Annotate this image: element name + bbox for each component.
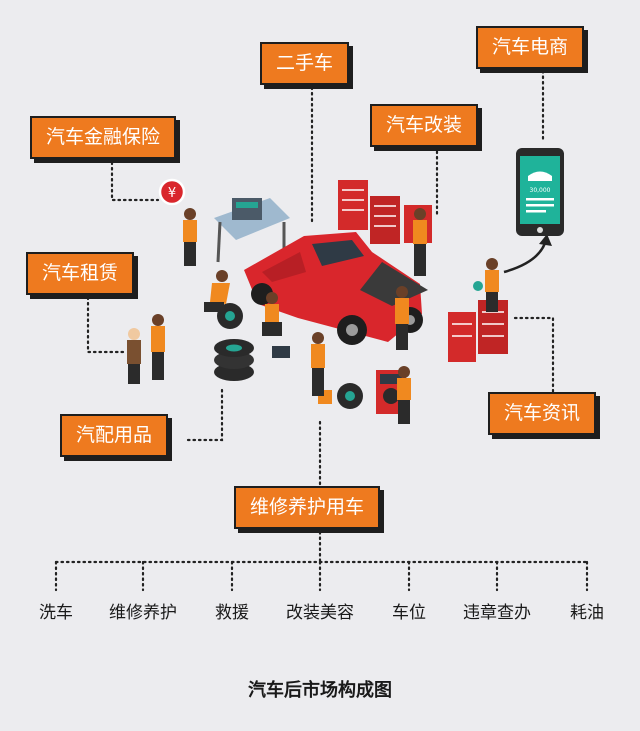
connector-finance xyxy=(110,155,160,202)
worker-icon xyxy=(183,208,197,266)
sub-node: 耗油 xyxy=(570,603,604,623)
sub-node: 车位 xyxy=(392,603,426,623)
worker-icon xyxy=(395,286,409,350)
worker-icon xyxy=(262,292,282,336)
phone-screen-text: 30,000 xyxy=(530,187,551,194)
node-finance-insurance: 汽车金融保险 xyxy=(30,116,177,159)
connectors xyxy=(54,58,589,592)
phone-arrowhead xyxy=(539,234,552,246)
sub-node: 维修养护 xyxy=(109,603,177,623)
tyre-stack-icon xyxy=(214,339,254,381)
tool-cabinet-icon xyxy=(448,300,508,362)
diagram-caption: 汽车后市场构成图 xyxy=(248,680,392,701)
node-parts: 汽配用品 xyxy=(60,414,169,457)
money-sign-icon: ¥ xyxy=(158,178,186,206)
cone-icon xyxy=(473,281,483,291)
sub-node: 违章查办 xyxy=(463,603,531,623)
sub-node: 洗车 xyxy=(39,603,73,623)
node-modification: 汽车改装 xyxy=(370,104,479,147)
node-leasing: 汽车租赁 xyxy=(26,252,135,295)
worker-icon xyxy=(151,314,165,380)
node-info: 汽车资讯 xyxy=(488,392,597,435)
tyre-icon xyxy=(337,383,363,409)
worker-icon xyxy=(397,366,411,424)
connector-leasing xyxy=(86,290,126,354)
node-repair-maintenance-use: 维修养护用车 xyxy=(234,486,381,529)
battery-icon xyxy=(272,346,290,358)
sub-node: 改装美容 xyxy=(286,603,354,623)
worker-icon xyxy=(311,332,325,396)
node-ecommerce: 汽车电商 xyxy=(476,26,585,69)
phone-arrow xyxy=(503,239,548,274)
connector-parts xyxy=(186,386,224,442)
worker-icon xyxy=(413,208,427,276)
svg-text:¥: ¥ xyxy=(168,186,176,201)
node-used-car: 二手车 xyxy=(260,42,350,85)
connector-info xyxy=(512,316,555,399)
worker-icon xyxy=(485,258,499,312)
person-suit-icon xyxy=(127,328,141,384)
workbench-icon xyxy=(214,198,290,263)
worker-icon xyxy=(204,270,230,312)
sub-node: 救援 xyxy=(215,603,249,623)
car-icon xyxy=(244,232,428,345)
smartphone-icon: 30,000 xyxy=(516,148,564,236)
